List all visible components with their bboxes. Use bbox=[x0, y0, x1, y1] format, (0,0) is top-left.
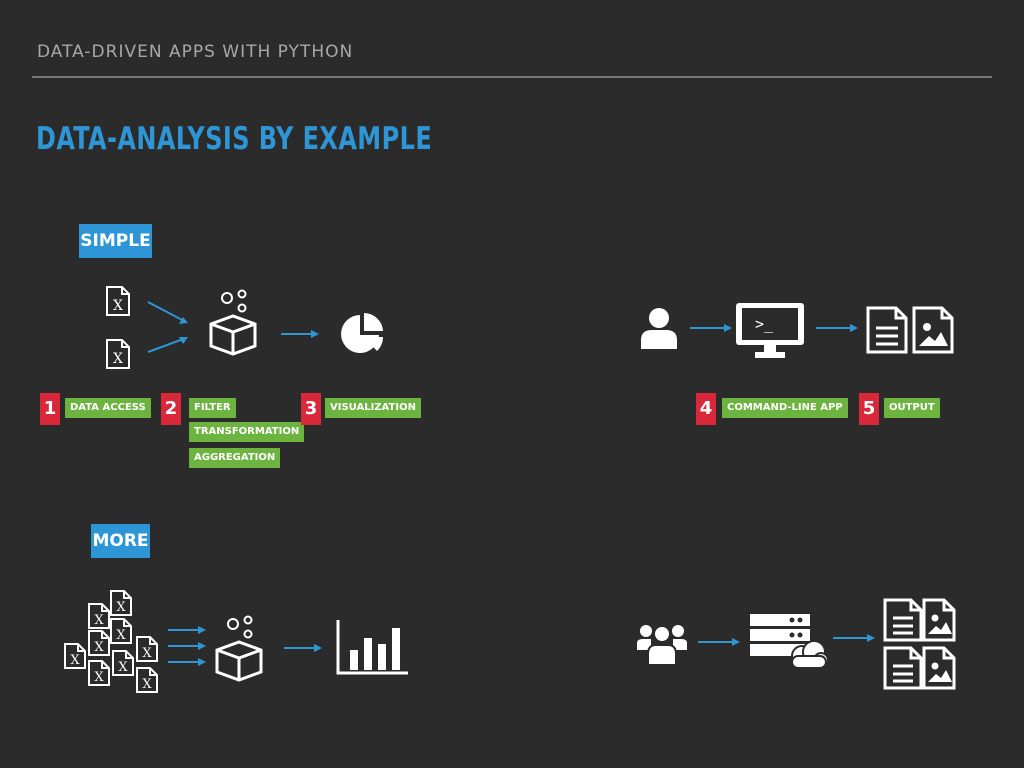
document-icon bbox=[883, 646, 923, 690]
excel-file-letter: X bbox=[94, 640, 104, 655]
user-group-icon bbox=[637, 625, 687, 666]
section-tag-more: MORE bbox=[91, 524, 150, 558]
terminal-monitor-icon: >_ bbox=[736, 303, 804, 358]
arrow-icon bbox=[816, 324, 858, 332]
processing-cube-gears-icon bbox=[215, 615, 263, 682]
bar-chart-icon bbox=[336, 620, 408, 675]
arrow-icon bbox=[284, 644, 322, 652]
excel-file-letter: X bbox=[116, 628, 126, 643]
image-file-icon bbox=[922, 598, 956, 642]
excel-file-icon: X bbox=[88, 660, 110, 686]
document-icon bbox=[866, 306, 908, 354]
arrow-icon bbox=[281, 330, 319, 338]
excel-file-icon: X bbox=[110, 590, 132, 616]
user-icon bbox=[641, 308, 677, 349]
label-transformation: TRANSFORMATION bbox=[189, 422, 305, 442]
server-cloud-icon bbox=[750, 614, 829, 669]
excel-file-icon: X bbox=[136, 636, 158, 662]
arrow-icon bbox=[698, 638, 740, 646]
label-data-access: DATA ACCESS bbox=[65, 398, 151, 418]
step-number-3: 3 bbox=[301, 393, 321, 425]
processing-cube-gears-icon bbox=[209, 289, 257, 356]
image-file-icon bbox=[912, 306, 954, 354]
step-number-4: 4 bbox=[696, 393, 716, 425]
excel-file-icon: X bbox=[112, 650, 134, 676]
label-aggregation: AGGREGATION bbox=[189, 448, 281, 468]
pie-chart-icon bbox=[341, 312, 383, 353]
arrow-icon bbox=[168, 626, 206, 666]
arrow-icon bbox=[690, 324, 732, 332]
excel-file-icon: X bbox=[106, 286, 130, 316]
step-number-5: 5 bbox=[859, 393, 879, 425]
excel-file-icon: X bbox=[88, 630, 110, 656]
arrow-icon bbox=[833, 634, 875, 642]
excel-file-letter: X bbox=[118, 660, 128, 675]
step-number-1: 1 bbox=[40, 393, 60, 425]
excel-file-letter: X bbox=[142, 677, 152, 692]
excel-file-letter: X bbox=[94, 613, 104, 628]
document-icon bbox=[883, 598, 923, 642]
section-tag-simple: SIMPLE bbox=[79, 224, 152, 258]
excel-file-letter: X bbox=[94, 670, 104, 685]
excel-file-icon: X bbox=[88, 603, 110, 629]
deck-title: DATA-DRIVEN APPS WITH PYTHON bbox=[37, 42, 354, 62]
image-file-icon bbox=[922, 646, 956, 690]
excel-file-icon: X bbox=[64, 643, 86, 669]
step-number-2: 2 bbox=[161, 393, 181, 425]
header-divider bbox=[32, 76, 992, 78]
excel-file-icon: X bbox=[106, 339, 130, 369]
terminal-prompt: >_ bbox=[755, 315, 774, 333]
excel-file-letter: X bbox=[70, 653, 80, 668]
label-command-line-app: COMMAND-LINE APP bbox=[722, 398, 848, 418]
excel-file-letter: X bbox=[142, 646, 152, 661]
label-visualization: VISUALIZATION bbox=[325, 398, 421, 418]
arrow-icon bbox=[147, 301, 188, 353]
slide-title: DATA-ANALYSIS BY EXAMPLE bbox=[36, 121, 433, 157]
label-output: OUTPUT bbox=[884, 398, 940, 418]
excel-file-letter: X bbox=[113, 351, 123, 367]
excel-file-icon: X bbox=[110, 618, 132, 644]
excel-file-icon: X bbox=[136, 667, 158, 693]
excel-file-letter: X bbox=[116, 600, 126, 615]
label-filter: FILTER bbox=[189, 398, 236, 418]
excel-file-letter: X bbox=[113, 298, 123, 314]
